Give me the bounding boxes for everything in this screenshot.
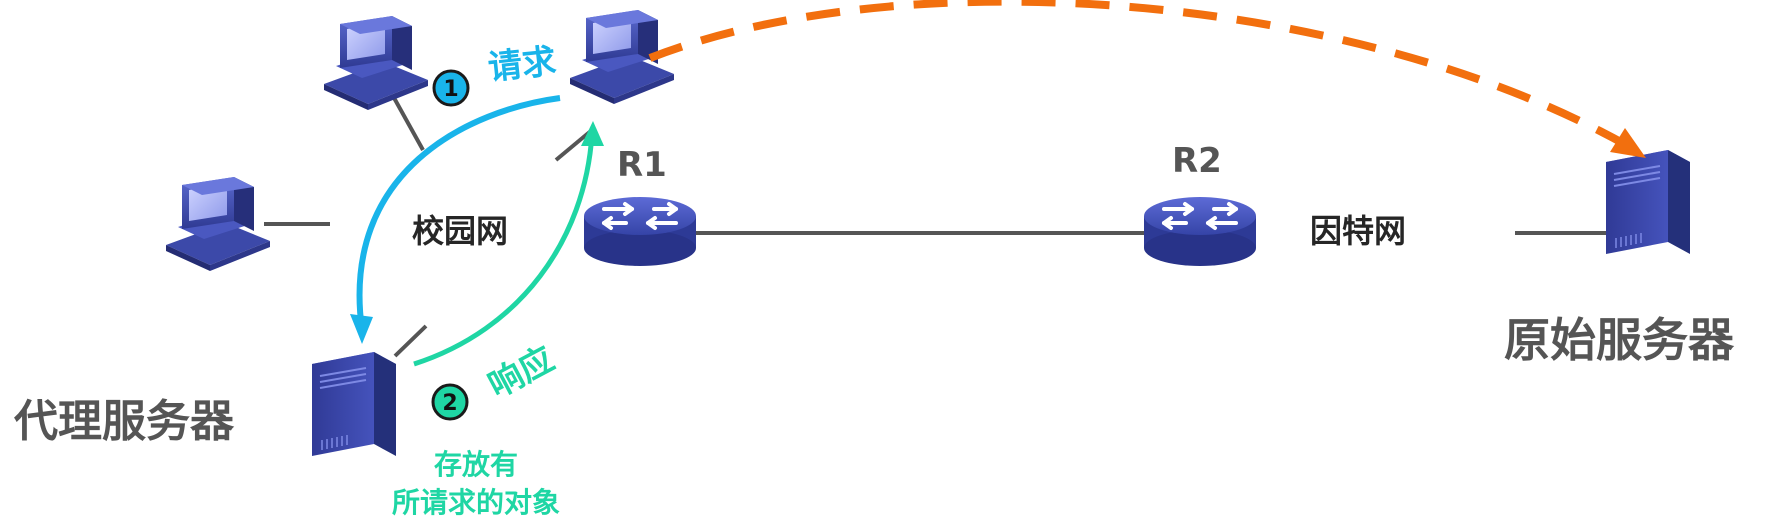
campus-network-label: 校园网 bbox=[412, 212, 508, 250]
request-label: 请求 bbox=[486, 41, 558, 88]
origin-server-label: 原始服务器 bbox=[1504, 313, 1735, 367]
response-arrowhead bbox=[581, 121, 604, 146]
step-1-number: 1 bbox=[443, 77, 458, 102]
link-proxy-server bbox=[393, 324, 428, 358]
step-1-marker bbox=[432, 69, 470, 107]
r2-name: R2 bbox=[1172, 141, 1222, 181]
r1-name: R1 bbox=[617, 145, 667, 185]
router-r1-icon bbox=[582, 195, 698, 268]
internet-path-arrowhead bbox=[1610, 128, 1646, 158]
cache-note-line-2: 所请求的对象 bbox=[392, 486, 560, 519]
network-links bbox=[264, 95, 1606, 358]
internet-request-path bbox=[648, 0, 1630, 150]
cache-note-line-1: 存放有 bbox=[434, 448, 518, 481]
proxy-server-icon bbox=[311, 351, 397, 457]
internet-label: 因特网 bbox=[1310, 212, 1406, 250]
step-2-number: 2 bbox=[442, 391, 457, 416]
origin-server-icon bbox=[1605, 149, 1691, 255]
request-arrowhead bbox=[350, 314, 373, 344]
workstation-top-icon bbox=[324, 16, 428, 110]
request-arrow bbox=[356, 95, 561, 331]
response-label: 响应 bbox=[482, 339, 561, 406]
workstation-left-icon bbox=[166, 177, 270, 271]
link-pc-top bbox=[391, 95, 425, 151]
proxy-server-label: 代理服务器 bbox=[13, 396, 235, 447]
link-pc-requester bbox=[554, 128, 594, 162]
response-arrow bbox=[413, 133, 595, 367]
step-2-marker bbox=[431, 383, 469, 421]
router-r2-icon bbox=[1142, 195, 1258, 268]
router-r1-label: ROUTER bbox=[615, 265, 666, 278]
router-r2-label: ROUTER bbox=[1175, 265, 1226, 278]
